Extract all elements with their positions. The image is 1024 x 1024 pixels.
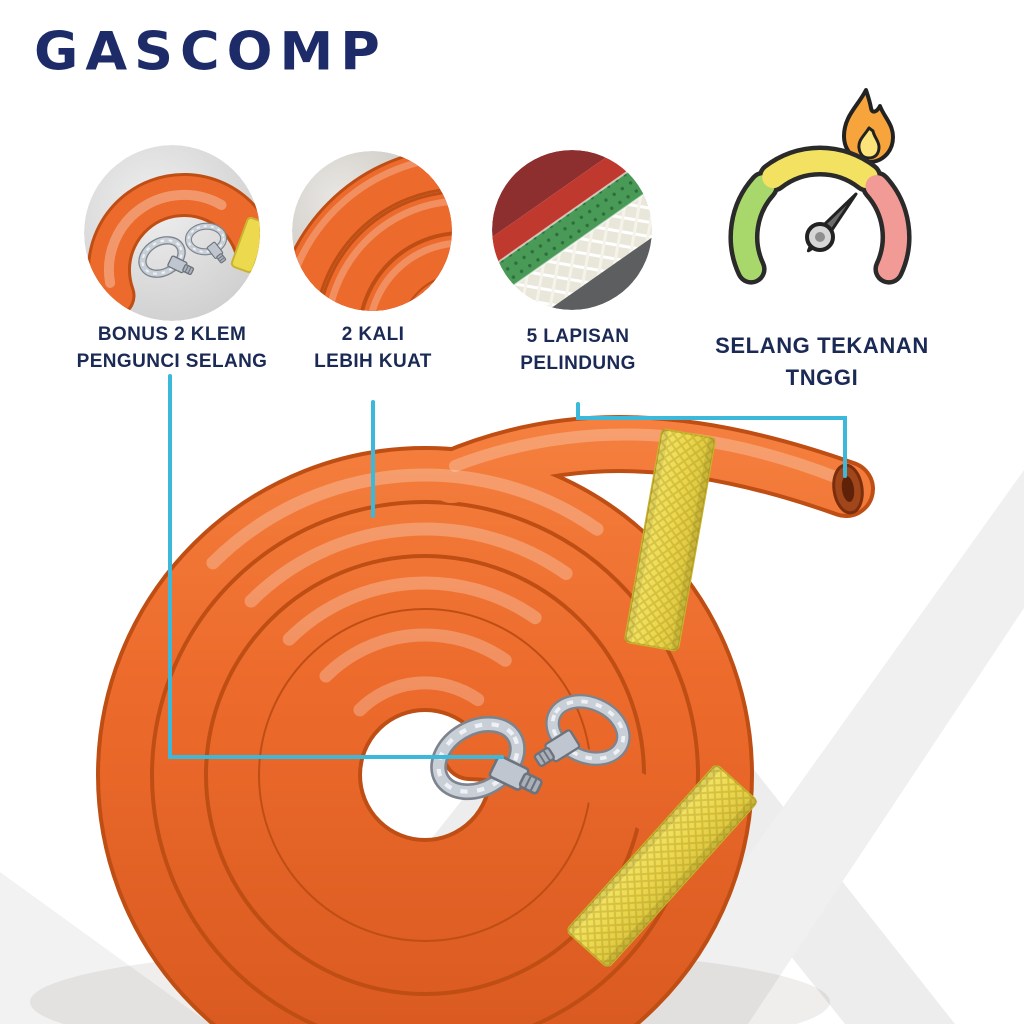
hose-protective-layers-photo <box>492 150 652 310</box>
feature-label-strength-line1: 2 KALI <box>341 324 405 345</box>
feature-photo-coil <box>292 151 452 311</box>
callout-line-clamps <box>168 374 504 759</box>
feature-label-clamps: BONUS 2 KLEM PENGUNCI SELANG <box>40 322 304 375</box>
yellow-strap-top <box>624 428 716 652</box>
highlight-label: SELANG TEKANAN TNGGI <box>662 330 982 394</box>
brand-logo: GASCOMP <box>34 20 387 83</box>
feature-photo-layers <box>492 150 652 310</box>
hose-end-bore <box>832 463 864 515</box>
feature-label-clamps-line2: PENGUNCI SELANG <box>76 350 268 372</box>
hose-coil-closeup-photo <box>292 151 452 311</box>
flame-icon <box>842 88 895 164</box>
feature-label-layers-line2: PELINDUNG <box>520 352 636 374</box>
highlight-label-line2: TNGGI <box>785 364 859 390</box>
mini-yellow-strap <box>230 216 260 274</box>
callout-line-layers <box>576 402 847 478</box>
feature-label-layers: 5 LAPISAN PELINDUNG <box>488 324 668 377</box>
feature-label-clamps-line1: BONUS 2 KLEM <box>97 324 247 345</box>
feature-photo-clamps <box>84 145 260 321</box>
feature-label-strength: 2 KALI LEBIH KUAT <box>293 322 453 375</box>
pressure-gauge-icon <box>728 88 912 285</box>
highlight-label-line1: SELANG TEKANAN <box>715 333 929 358</box>
hose-with-clamps-photo <box>84 145 260 321</box>
feature-label-strength-line2: LEBIH KUAT <box>314 350 432 372</box>
yellow-strap-bottom <box>566 764 758 968</box>
feature-label-layers-line1: 5 LAPISAN <box>526 326 630 347</box>
